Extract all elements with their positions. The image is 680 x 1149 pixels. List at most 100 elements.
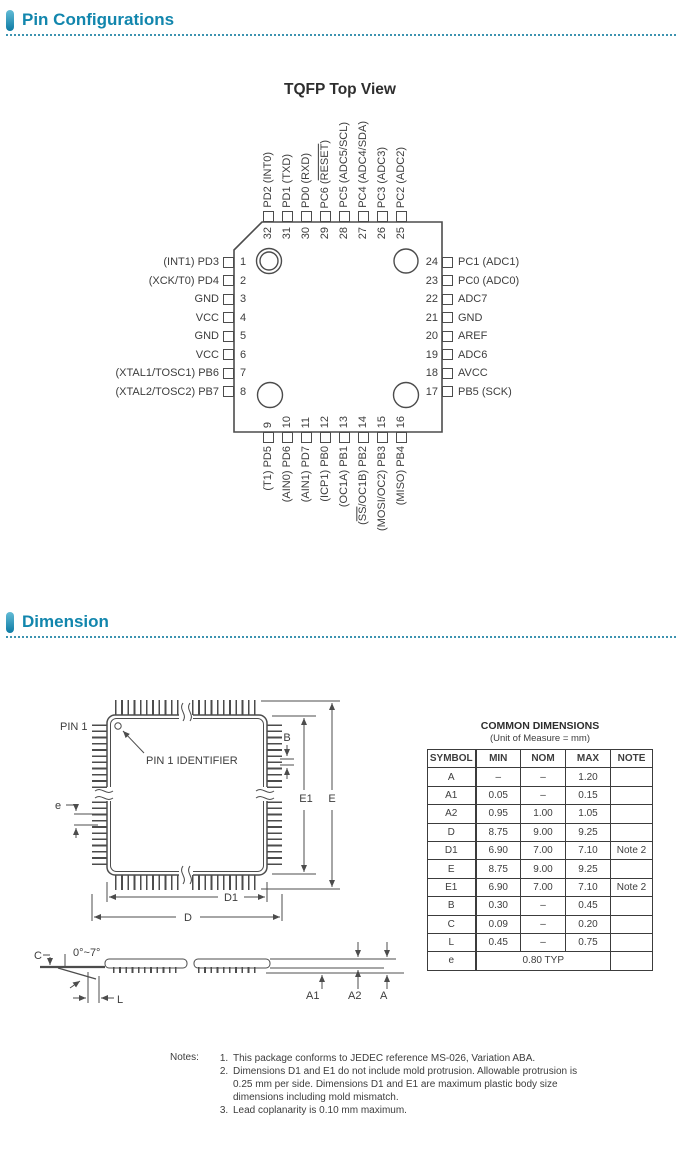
bottom-pin-row: (T1) PD5 9 (AIN0) PD6 10 (AIN1) PD7 11 (… <box>259 416 411 531</box>
pin-cell: PC4 (ADC4/SDA) 27 <box>354 121 373 239</box>
section-divider <box>6 636 676 638</box>
table-row: E 8.75 9.00 9.25 <box>427 859 653 879</box>
cell-nom: – <box>520 896 566 916</box>
pin-number: 6 <box>240 348 247 361</box>
cell-note <box>610 932 653 953</box>
pin-row: GND 5 <box>14 327 264 346</box>
pin1-identifier-label: PIN 1 IDENTIFIER <box>146 755 238 767</box>
pin-cell: (AIN1) PD7 11 <box>297 417 316 503</box>
pin-label: PC1 (ADC1) <box>458 256 520 269</box>
table-header-cell: NOM <box>520 748 566 769</box>
pin-pad <box>223 256 234 268</box>
pin-label: GND <box>458 311 483 324</box>
pin-pad <box>223 349 234 361</box>
pin-label: PC0 (ADC0) <box>458 274 520 287</box>
cell-symbol: L <box>427 932 477 953</box>
cell-nom: – <box>520 932 566 953</box>
table-row: e 0.80 TYP <box>427 951 653 971</box>
dim-label-a1: A1 <box>306 990 319 1002</box>
note-item: Lead coplanarity is 0.10 mm maximum. <box>231 1104 583 1117</box>
pin-pad <box>281 211 293 222</box>
table-row: D 8.75 9.00 9.25 <box>427 822 653 842</box>
pin-label: (XTAL1/TOSC1) PB6 <box>115 367 219 380</box>
pin-row: 19 ADC6 <box>416 345 519 364</box>
pin-number: 18 <box>425 367 438 380</box>
section-header-pin-configurations: Pin Configurations <box>6 8 676 36</box>
pin-pad <box>223 293 234 305</box>
pin-number: 14 <box>357 415 369 428</box>
section-title: Dimension <box>22 612 109 631</box>
dim-label-c: C <box>34 950 42 962</box>
pin-cell: (OC1A) PB1 13 <box>335 416 354 507</box>
pin-number: 2 <box>240 274 247 287</box>
note-item: Dimensions D1 and E1 do not include mold… <box>231 1065 583 1104</box>
pin-label: (XTAL2/TOSC2) PB7 <box>115 385 219 398</box>
pin-pad <box>262 432 274 443</box>
pin-label: (ICP1) PB0 <box>319 446 331 502</box>
pin-cell: (MISO) PB4 16 <box>392 416 411 506</box>
cell-note <box>610 914 653 934</box>
cell-note <box>610 785 653 806</box>
pin-pad <box>442 293 453 305</box>
table-title: COMMON DIMENSIONS <box>480 720 600 732</box>
cell-symbol: A2 <box>427 804 477 824</box>
pin-pad <box>442 386 453 398</box>
pin-cell: (SS/OC1B) PB2 14 <box>354 416 373 525</box>
pin-label: (INT1) PD3 <box>163 256 219 269</box>
notes-block: Notes: This package conforms to JEDEC re… <box>170 1052 590 1117</box>
right-pin-column: 24 PC1 (ADC1) 23 PC0 (ADC0) 22 ADC7 21 G… <box>416 253 519 401</box>
dim-label-e: E <box>328 793 335 805</box>
pin-label: AREF <box>458 330 488 343</box>
lead-row <box>92 800 107 865</box>
cell-max: 0.20 <box>565 914 611 934</box>
cell-min: – <box>475 767 521 787</box>
pin-label: GND <box>194 293 219 306</box>
chip-outline-drawing <box>233 221 443 433</box>
pin-pad <box>442 256 453 268</box>
pin-number: 12 <box>319 415 331 428</box>
cell-min: 6.90 <box>475 877 521 898</box>
pin-pad <box>395 211 407 222</box>
cell-symbol: E1 <box>427 877 477 898</box>
pin-label: VCC <box>195 311 219 324</box>
dim-label-a2: A2 <box>348 990 361 1002</box>
pin-row: 20 AREF <box>416 327 519 346</box>
lead-row <box>115 700 180 715</box>
cell-symbol: D1 <box>427 840 477 861</box>
pin-label: ADC6 <box>458 348 488 361</box>
pin-row: 24 PC1 (ADC1) <box>416 253 519 272</box>
pinout-title: TQFP Top View <box>284 81 396 98</box>
pin-label: GND <box>194 330 219 343</box>
pin-number: 13 <box>338 415 350 428</box>
table-e-row-body: e 0.80 TYP <box>427 951 653 971</box>
section-header-row: Pin Configurations <box>6 8 676 32</box>
pin-number: 20 <box>425 330 438 343</box>
pin-pad <box>223 386 234 398</box>
cell-symbol: E <box>427 859 477 879</box>
pin-cell: PC5 (ADC5/SCL) 28 <box>335 122 354 239</box>
cell-max: 9.25 <box>565 859 611 879</box>
table-row: C 0.09 – 0.20 <box>427 914 653 934</box>
cell-note <box>610 896 653 916</box>
pin-pad <box>376 432 388 443</box>
pin1-label: PIN 1 <box>60 721 88 733</box>
cell-symbol: D <box>427 822 477 842</box>
cell-symbol: A <box>427 767 477 787</box>
pin-cell: PD0 (RXD) 30 <box>297 153 316 239</box>
pin-pad <box>319 432 331 443</box>
table-body: A – – 1.20 A1 0.05 – 0.15 A2 0.95 1.00 1… <box>427 767 653 953</box>
cell-symbol: e <box>427 951 477 971</box>
cell-value: 0.80 TYP <box>475 951 611 971</box>
pin-row: (XTAL1/TOSC1) PB6 7 <box>14 364 264 383</box>
pin1-indicator-inner-circle <box>259 251 279 271</box>
cell-note <box>610 767 653 787</box>
dim-label-pitch: e <box>55 800 61 812</box>
pin-label: (AIN0) PD6 <box>281 446 293 503</box>
pin-pad <box>357 432 369 443</box>
cell-nom: 9.00 <box>520 822 566 842</box>
cell-nom: 7.00 <box>520 877 566 898</box>
table-row: E1 6.90 7.00 7.10 Note 2 <box>427 877 653 898</box>
section-bullet-icon <box>6 611 14 633</box>
section-divider <box>6 34 676 36</box>
